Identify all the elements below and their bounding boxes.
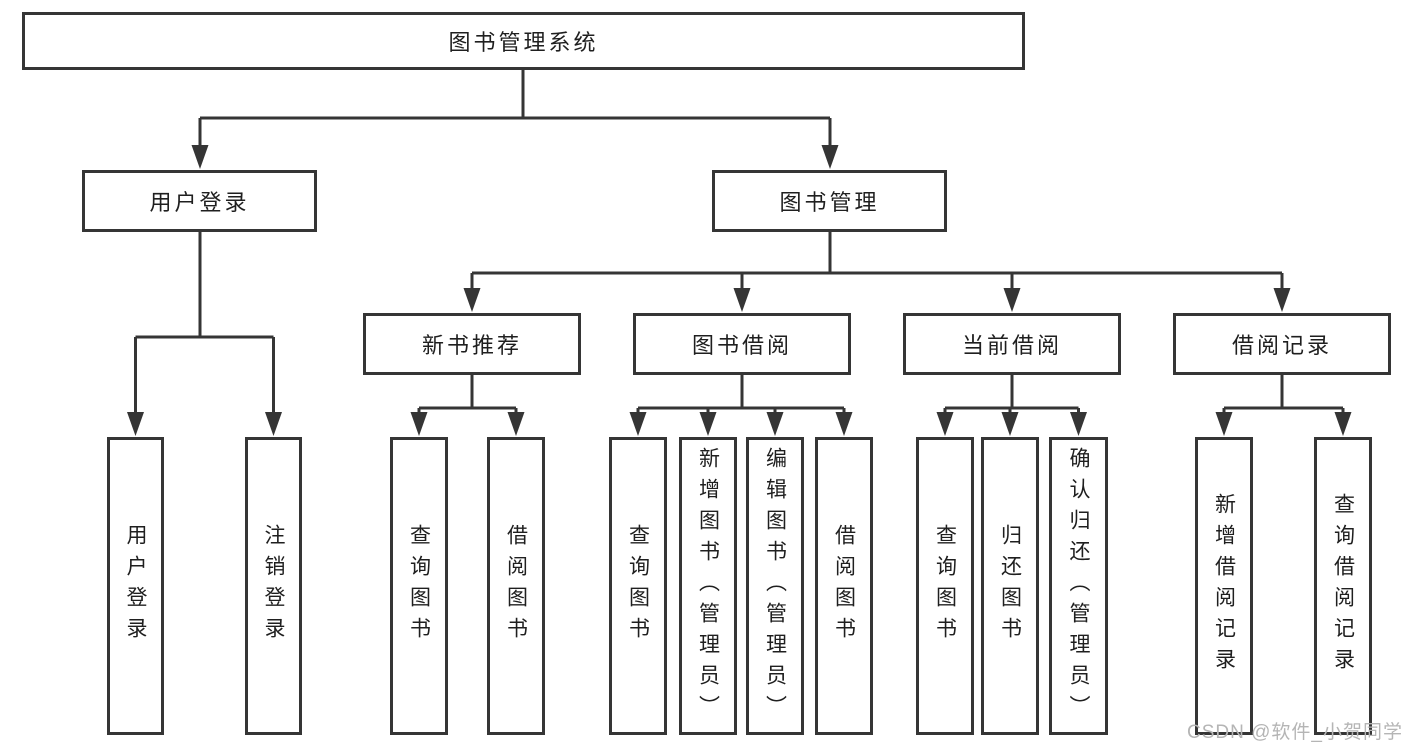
node-current-borrow: 当前借阅 (903, 313, 1121, 375)
connector-current-borrow-children (936, 375, 1087, 436)
node-label: 用户登录 (124, 524, 147, 648)
node-user-login: 用户登录 (82, 170, 317, 232)
connector-book-borrow-children (629, 375, 853, 436)
node-label: 查询图书 (407, 524, 431, 648)
node-label: 借阅图书 (504, 524, 528, 648)
connector-root-to-level2 (191, 70, 839, 169)
leaf-logout: 注销登录 (245, 437, 302, 735)
connector-user-login-children (127, 232, 282, 436)
node-label: 用户登录 (149, 190, 250, 215)
leaf-user-login: 用户登录 (107, 437, 164, 735)
leaf-bb-add-book-admin: 新增图书（管理员） (679, 437, 737, 735)
leaf-rec-borrow-book: 借阅图书 (487, 437, 545, 735)
leaf-br-add-record: 新增借阅记录 (1195, 437, 1253, 735)
node-book-borrow: 图书借阅 (633, 313, 851, 375)
node-label: 归还图书 (998, 524, 1022, 648)
node-label: 确认归还（管理员） (1067, 446, 1090, 726)
node-borrow-records: 借阅记录 (1173, 313, 1391, 375)
leaf-cb-confirm-return-admin: 确认归还（管理员） (1049, 437, 1108, 735)
node-label: 新增图书（管理员） (696, 446, 720, 726)
csdn-watermark: CSDN @软件_小贺同学 (1187, 722, 1403, 743)
leaf-bb-borrow-book: 借阅图书 (815, 437, 873, 735)
node-label: 借阅图书 (832, 524, 856, 648)
node-label: 图书管理 (779, 190, 880, 215)
node-label: 图书管理系统 (448, 30, 599, 55)
node-label: 编辑图书（管理员） (763, 446, 787, 726)
node-label: 新增借阅记录 (1212, 493, 1236, 679)
node-label: 当前借阅 (961, 333, 1062, 358)
connector-new-book-recommend-children (410, 375, 525, 436)
connector-book-management-children (463, 232, 1291, 312)
node-label: 借阅记录 (1231, 333, 1332, 358)
node-book-management: 图书管理 (712, 170, 947, 232)
leaf-cb-return-book: 归还图书 (981, 437, 1039, 735)
leaf-rec-query-book: 查询图书 (390, 437, 448, 735)
node-label: 查询图书 (626, 524, 650, 648)
node-new-book-recommend: 新书推荐 (363, 313, 581, 375)
node-label: 查询借阅记录 (1331, 493, 1355, 679)
node-label: 新书推荐 (421, 333, 522, 358)
node-label: 注销登录 (262, 524, 285, 648)
node-label: 查询图书 (933, 524, 957, 648)
leaf-br-query-record: 查询借阅记录 (1314, 437, 1372, 735)
leaf-bb-edit-book-admin: 编辑图书（管理员） (746, 437, 804, 735)
node-label: 图书借阅 (691, 333, 792, 358)
node-root: 图书管理系统 (22, 12, 1025, 70)
leaf-cb-query-book: 查询图书 (916, 437, 974, 735)
leaf-bb-query-book: 查询图书 (609, 437, 667, 735)
connector-borrow-records-children (1215, 375, 1352, 436)
